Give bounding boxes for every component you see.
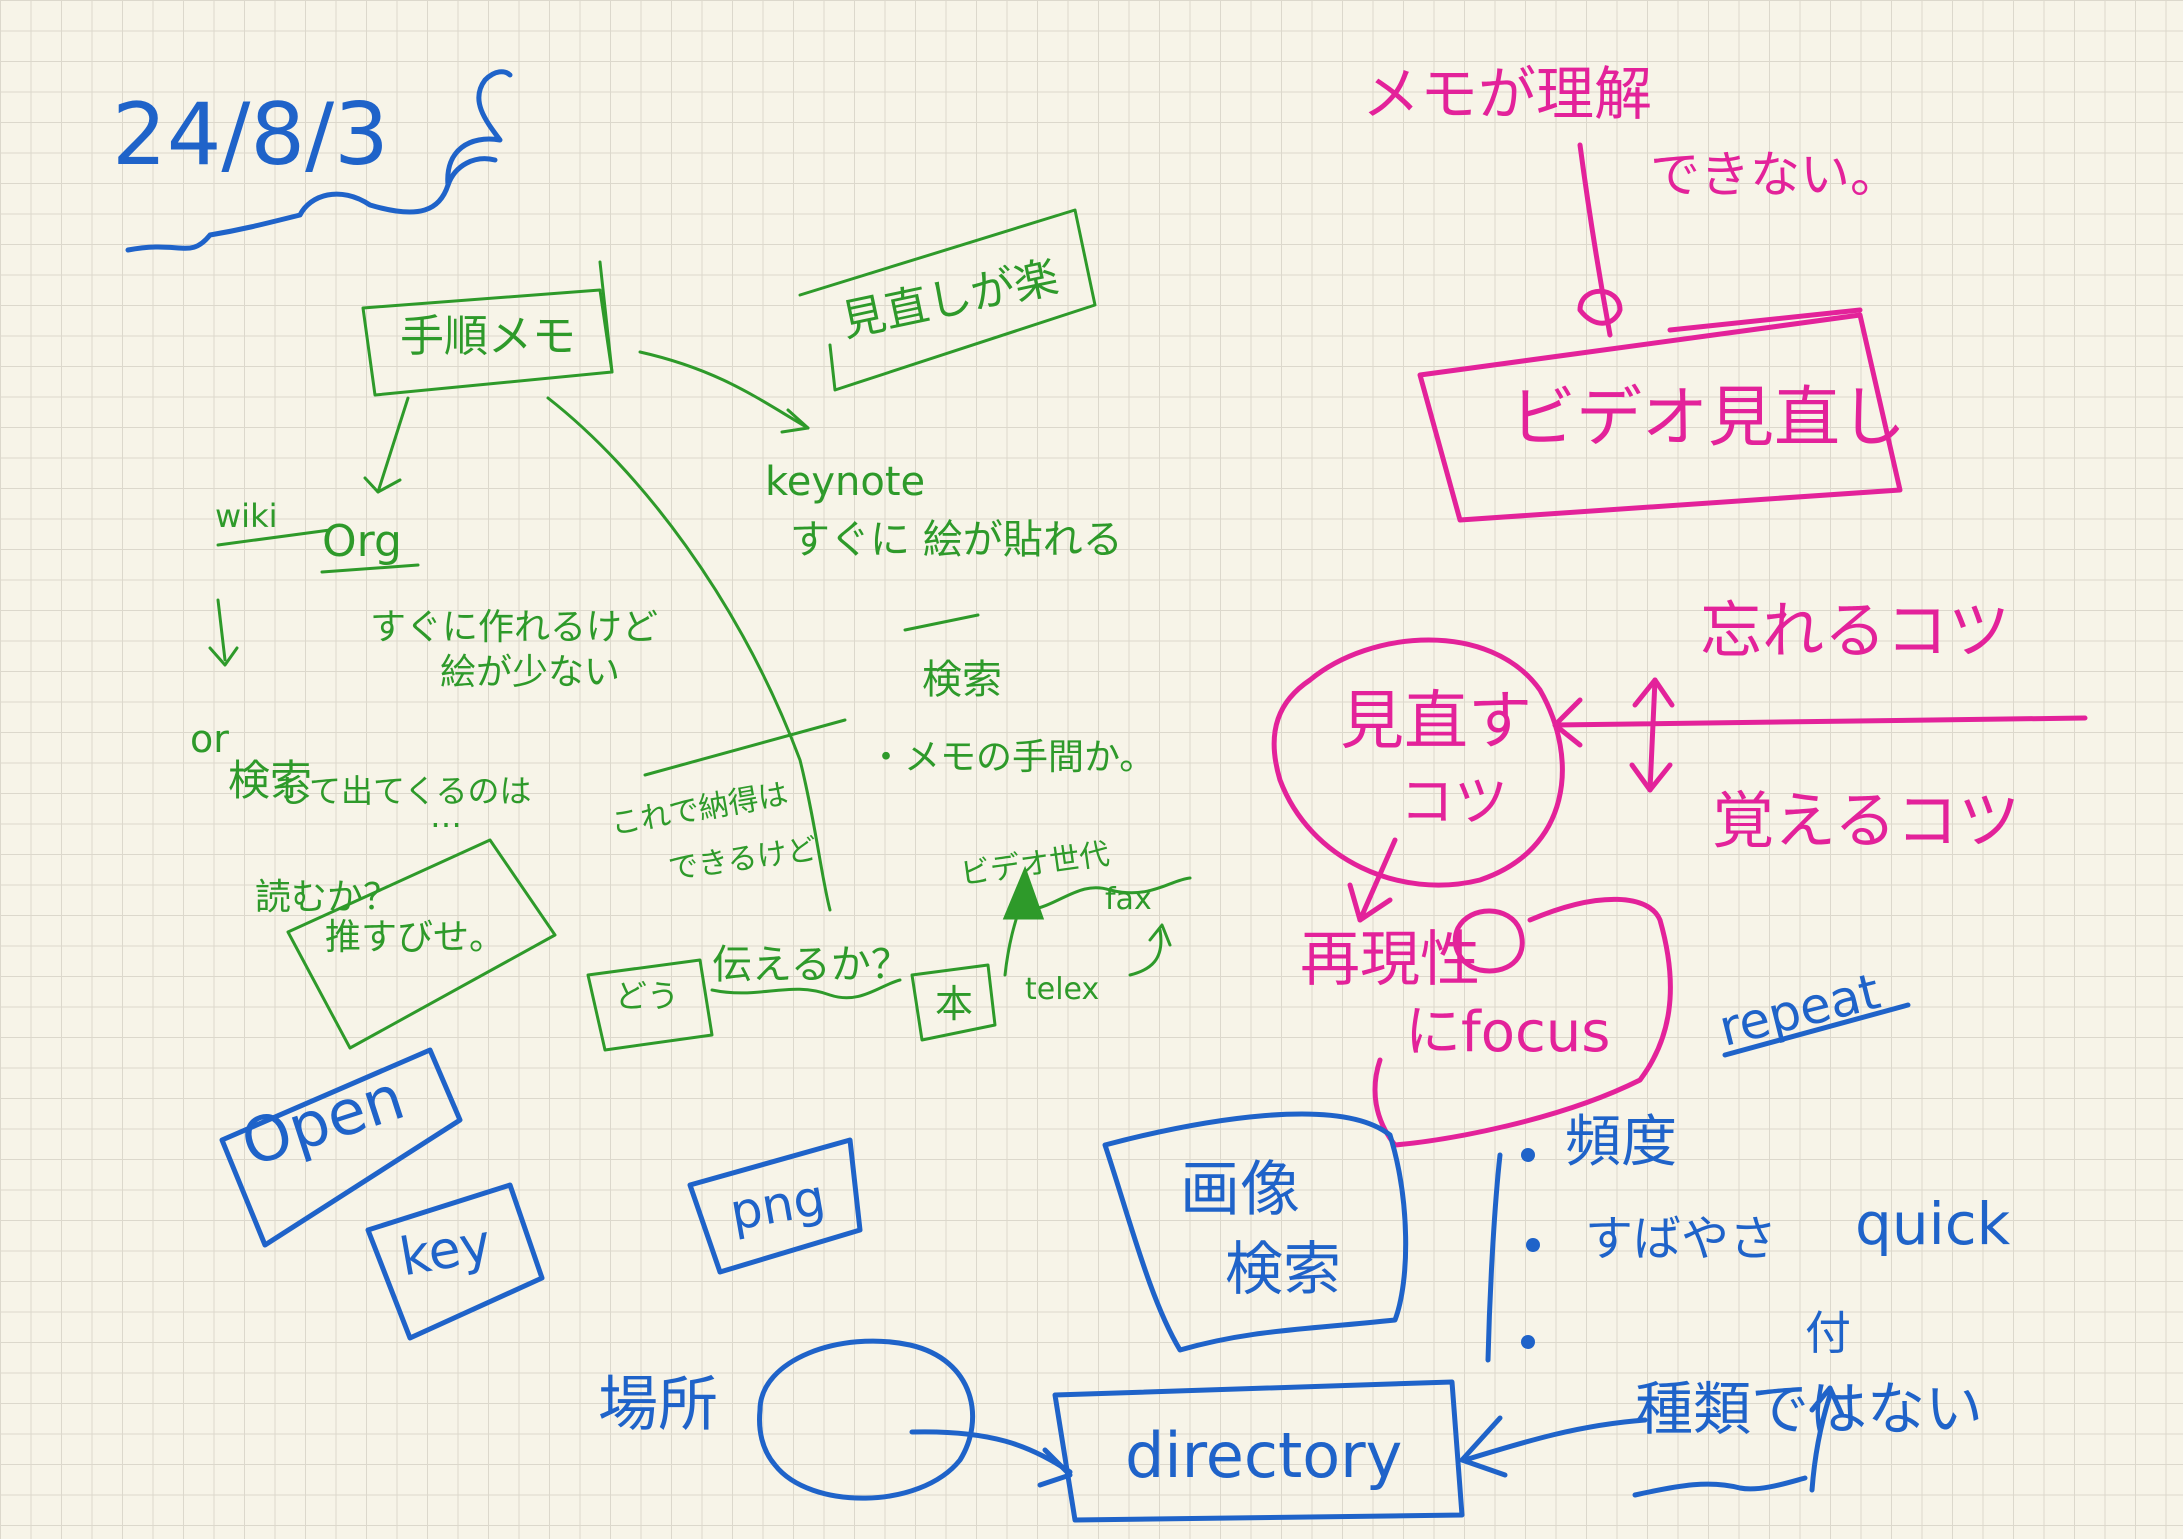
open-box	[219, 1047, 463, 1248]
png-label: png	[725, 1168, 830, 1242]
down-arrow	[216, 598, 227, 662]
list-bullets	[1521, 1148, 1540, 1349]
repeat-underline	[1722, 1002, 1911, 1058]
fax-arrow-head	[1148, 923, 1172, 947]
video-watch-box-corner	[1667, 307, 1863, 333]
double-arrow-bottom	[1629, 762, 1673, 793]
review-left-arrow-head	[1552, 697, 1583, 748]
keynote-note: すぐに 絵が貼れる	[790, 517, 1123, 563]
search-label-2: 検索	[922, 657, 1002, 703]
review-label-2: コツ	[1400, 770, 1508, 833]
read-box	[286, 838, 557, 1050]
read-label-1: 読むか？	[255, 877, 400, 918]
convey-label: 伝えるか？	[712, 942, 911, 988]
search-overline	[903, 613, 980, 632]
video-gen-wave	[1028, 876, 1192, 912]
dashes: …	[430, 797, 462, 835]
how-label: どう	[615, 977, 680, 1015]
video-watch-box	[1417, 312, 1903, 523]
attach-arrow	[1809, 1392, 1833, 1493]
telex-label: telex	[1025, 972, 1100, 1007]
org-label: Org	[322, 516, 402, 567]
double-arrow-top	[1632, 677, 1675, 708]
org-note-2: 絵が少ない	[440, 652, 621, 693]
review-down-arrow-head	[1347, 882, 1393, 923]
book-label: 本	[935, 982, 974, 1026]
keynote-label: keynote	[765, 459, 926, 505]
date-label: 24/8/3	[112, 85, 389, 185]
quickly-label: すばやさ	[1585, 1211, 1778, 1267]
image-search-label-2: 検索	[1225, 1235, 1342, 1303]
memo-arrow-head	[1577, 288, 1623, 326]
procedure-memo-box-tail	[598, 260, 614, 374]
wiki-underline	[216, 528, 332, 547]
search-note: して出てくるのは	[278, 772, 532, 810]
review-label-1: 見直す	[1340, 685, 1532, 759]
directory-label: directory	[1125, 1419, 1403, 1492]
memo-understand-label: メモが理解	[1362, 60, 1653, 128]
remember-tips-label: 覚えるコツ	[1712, 784, 2021, 857]
book-box	[910, 963, 997, 1042]
review-left-arrow	[1552, 715, 2088, 728]
attach-label: 付	[1805, 1306, 1851, 1360]
memo-arrow	[1577, 142, 1613, 338]
video-watch-label: ビデオ見直し	[1510, 379, 1906, 456]
type-to-directory-arrow-head	[1459, 1415, 1508, 1478]
arrow-to-org-head	[363, 476, 402, 494]
place-label: 場所	[598, 1370, 718, 1440]
arrow-to-keynote	[638, 350, 810, 430]
png-box	[687, 1137, 863, 1275]
fax-arrow	[1128, 928, 1163, 977]
type-label: 種類ではない	[1635, 1375, 1984, 1443]
arrow-to-keynote-head	[780, 408, 810, 434]
bullet-empty	[1521, 1335, 1535, 1349]
convey-wave	[710, 978, 902, 1000]
review-circle	[1271, 637, 1565, 888]
bullet-quickly	[1526, 1238, 1540, 1252]
forget-tips-label: 忘れるコツ	[1700, 594, 2011, 667]
procedure-memo-label: 手順メモ	[400, 311, 576, 362]
image-search-box	[1102, 1111, 1409, 1353]
date-cloud-bump	[445, 156, 498, 188]
review-down-arrow	[1357, 837, 1398, 923]
key-box	[365, 1182, 545, 1341]
frequency-label: 頻度	[1565, 1110, 1677, 1175]
focus-label: にfocus	[1405, 1000, 1611, 1065]
org-note-1: すぐに作れるけど	[370, 607, 659, 648]
place-circle	[757, 1338, 975, 1501]
date-cloud-scribble	[125, 69, 513, 253]
fax-label: fax	[1105, 882, 1152, 917]
or-label: or	[190, 717, 229, 761]
watching-easy-box	[798, 208, 1097, 392]
quick-label: quick	[1855, 1190, 2011, 1258]
org-underline	[320, 563, 420, 574]
wiki-label: wiki	[215, 497, 278, 535]
video-gen-arrowhead	[1002, 865, 1045, 920]
image-search-label-1: 画像	[1180, 1155, 1300, 1225]
cannot-label: できない。	[1650, 146, 1900, 204]
memo-hint: ・メモの手間か。	[868, 737, 1156, 778]
type-to-directory-arrow	[1462, 1417, 1648, 1463]
key-label: key	[395, 1213, 496, 1289]
down-arrow-head	[208, 646, 239, 667]
type-underwave	[1632, 1475, 1808, 1498]
how-box	[586, 958, 714, 1052]
search-label: 検索	[228, 756, 313, 805]
read-label-2: 推すびせ。	[325, 917, 506, 958]
list-bracket	[1485, 1152, 1503, 1363]
attach-arrow-head	[1809, 1385, 1845, 1418]
reproduce-label: 再現性	[1300, 925, 1480, 995]
arrow-to-org	[376, 396, 410, 494]
double-arrow	[1647, 677, 1658, 793]
directory-box	[1052, 1379, 1465, 1523]
bullet-frequency	[1521, 1148, 1535, 1162]
long-curve	[546, 396, 832, 912]
satisfied-box	[643, 718, 847, 777]
reproduce-circle	[1452, 908, 1525, 974]
